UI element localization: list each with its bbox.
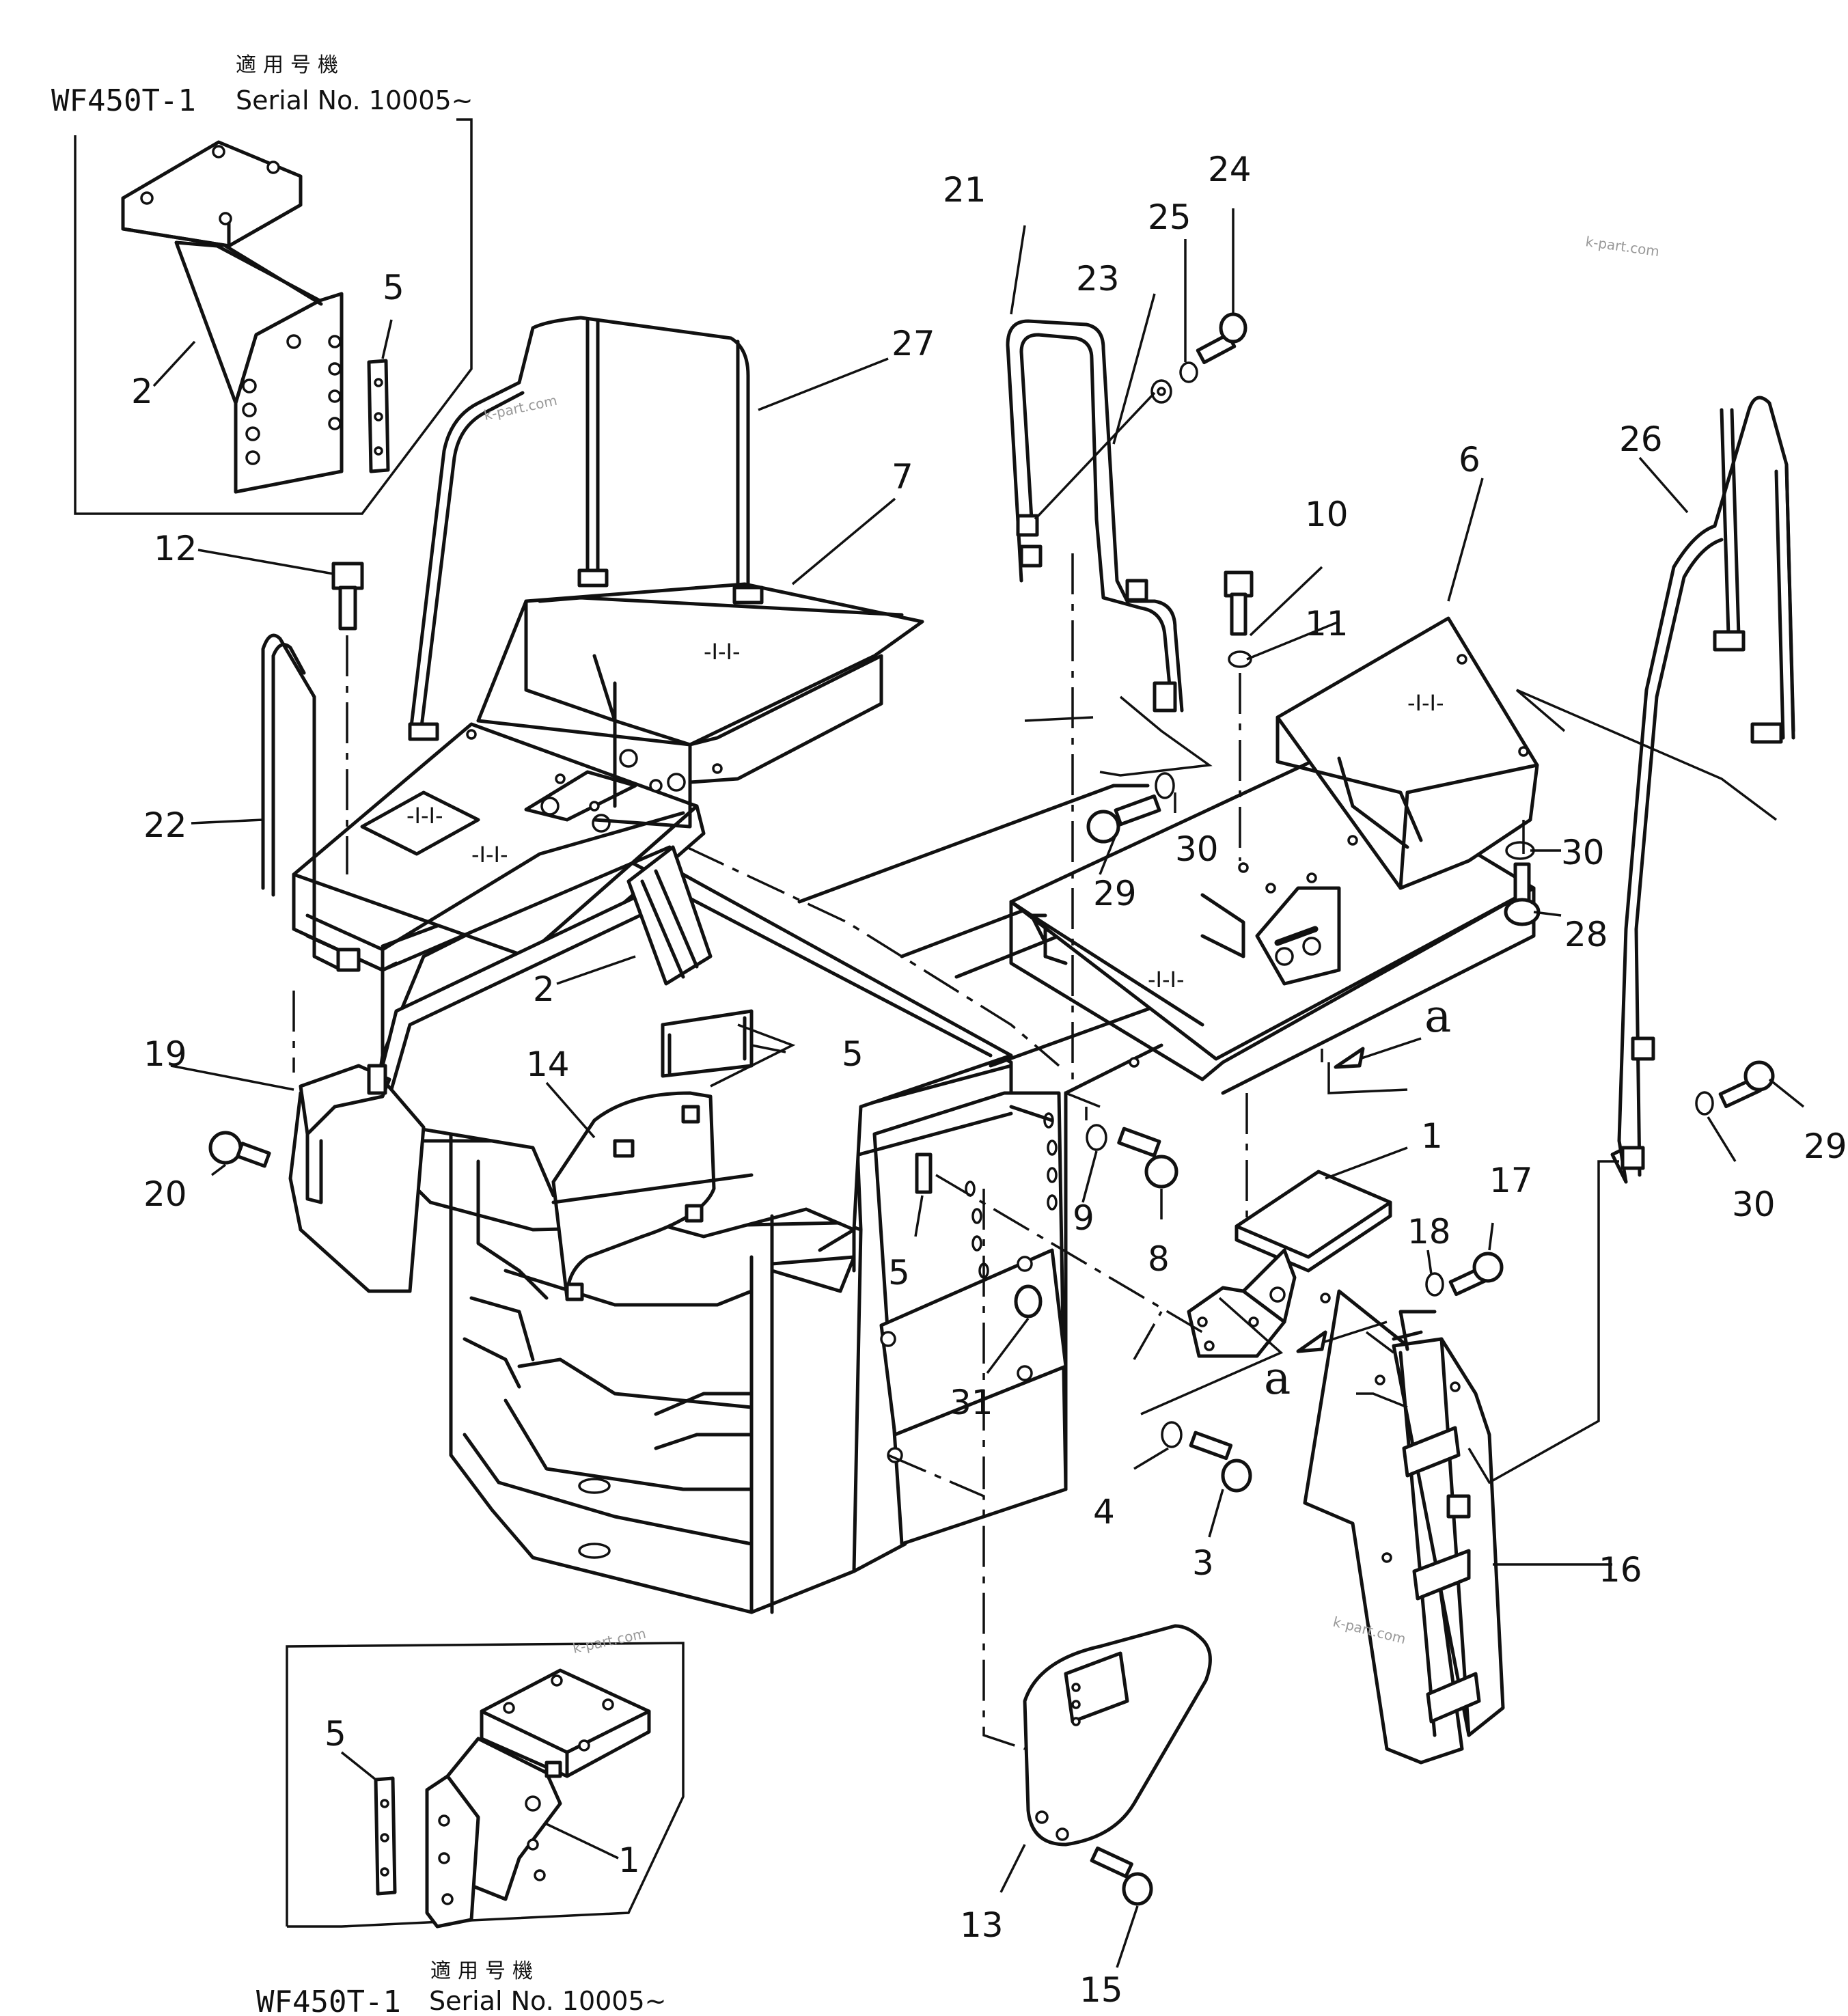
callout-19: 19 [143, 1034, 187, 1074]
inset-bottom-plate-5 [374, 1776, 397, 1896]
callout-inset-bottom-1: 1 [618, 1840, 640, 1880]
callout-24: 24 [1208, 150, 1252, 189]
header-bottom-serial: Serial No. 10005~ [429, 1986, 667, 2016]
box7-mark: -I-I- [704, 639, 741, 665]
inset-top-bracket-2 [121, 140, 344, 494]
inset-top: 2 5 [74, 118, 473, 515]
rail-21 [1006, 319, 1184, 713]
callout-23: 23 [1076, 259, 1120, 299]
center-frame-plate [367, 845, 1013, 1301]
inset-top-lead-5 [381, 319, 393, 359]
inset-top-lead-2 [152, 340, 196, 387]
callout-9: 9 [1073, 1198, 1094, 1238]
callout-4: 4 [1093, 1492, 1115, 1532]
detail-marker-a-2: a [1264, 1352, 1291, 1405]
fasteners [208, 312, 1775, 1906]
callout-inset-bottom-5: 5 [325, 1714, 346, 1754]
callout-7: 7 [892, 457, 913, 497]
callout-29a: 29 [1093, 874, 1137, 913]
header-top-jp: 適用号機 [236, 53, 345, 77]
rail-26 [1610, 396, 1795, 1184]
callout-22: 22 [143, 805, 187, 845]
right-platform-6: -I-I- -I-I- [1009, 616, 1539, 1095]
callout-17: 17 [1489, 1161, 1533, 1200]
inset-top-border [74, 118, 473, 515]
callout-8: 8 [1148, 1239, 1170, 1279]
callout-5a: 5 [842, 1034, 864, 1074]
callout-11: 11 [1305, 604, 1349, 644]
inset-top-plate-5 [367, 359, 390, 473]
callout-31: 31 [950, 1383, 993, 1422]
callout-5b: 5 [888, 1253, 910, 1293]
callout-18: 18 [1407, 1212, 1451, 1252]
cover-13 [1023, 1624, 1212, 1847]
header-bottom-jp: 適用号機 [430, 1959, 540, 1983]
callout-15: 15 [1079, 1970, 1123, 2010]
callout-26: 26 [1619, 419, 1663, 459]
dash-lines [292, 553, 1525, 1750]
callout-12: 12 [154, 529, 197, 568]
callout-30a: 30 [1175, 829, 1219, 869]
platform-mark: -I-I- [406, 803, 443, 829]
header-top-serial: Serial No. 10005~ [236, 85, 473, 115]
platform6-mark: -I-I- [1148, 967, 1185, 993]
detail-arrows: a a [1264, 990, 1451, 1405]
callout-13: 13 [960, 1905, 1004, 1945]
callout-16: 16 [1599, 1550, 1642, 1590]
callout-25: 25 [1148, 197, 1191, 237]
callout-29b: 29 [1804, 1127, 1847, 1166]
callout-30b: 30 [1561, 833, 1605, 872]
header-bottom-model: WF450T-1 [256, 1985, 401, 2016]
callout-21: 21 [943, 170, 987, 210]
callout-6: 6 [1459, 440, 1480, 480]
ladder-16 [1303, 1289, 1505, 1765]
callout-2: 2 [533, 969, 555, 1009]
detail-marker-a-1: a [1424, 990, 1451, 1042]
watermark-3: k-part.com [571, 1625, 648, 1657]
callout-inset-top-2: 2 [131, 372, 153, 411]
inset-bottom-bracket-1 [425, 1668, 651, 1929]
header-top: 適用号機 WF450T-1 Serial No. 10005~ [51, 53, 473, 118]
inset-bottom-lead-5 [340, 1751, 377, 1781]
callout-27: 27 [892, 324, 935, 363]
inset-bottom-border [286, 1642, 685, 1928]
callouts: 12 27 7 21 23 25 24 22 2 5 19 14 20 10 1… [143, 150, 1847, 2010]
box6-mark: -I-I- [1407, 690, 1444, 716]
header-top-model: WF450T-1 [51, 83, 196, 118]
callout-30c: 30 [1732, 1185, 1776, 1224]
callout-1: 1 [1421, 1116, 1443, 1156]
left-bracket-19 [288, 1064, 426, 1293]
callout-14: 14 [526, 1045, 570, 1084]
left-platform: -I-I- -I-I- -I-I- [261, 316, 924, 972]
inset-bottom: 5 1 [286, 1642, 685, 1929]
watermark-1: k-part.com [1584, 233, 1660, 260]
callout-20: 20 [143, 1174, 187, 1214]
callout-28: 28 [1564, 915, 1608, 954]
platform-mark-2: -I-I- [471, 842, 508, 868]
callout-inset-top-5: 5 [383, 268, 404, 307]
inset-bottom-lead-1 [546, 1823, 619, 1860]
callout-3: 3 [1192, 1543, 1214, 1583]
header-bottom: 適用号機 WF450T-1 Serial No. 10005~ [256, 1959, 667, 2016]
step-bracket-1 [1187, 1170, 1392, 1358]
callout-10: 10 [1305, 495, 1349, 534]
leader-lines [170, 208, 1805, 1968]
